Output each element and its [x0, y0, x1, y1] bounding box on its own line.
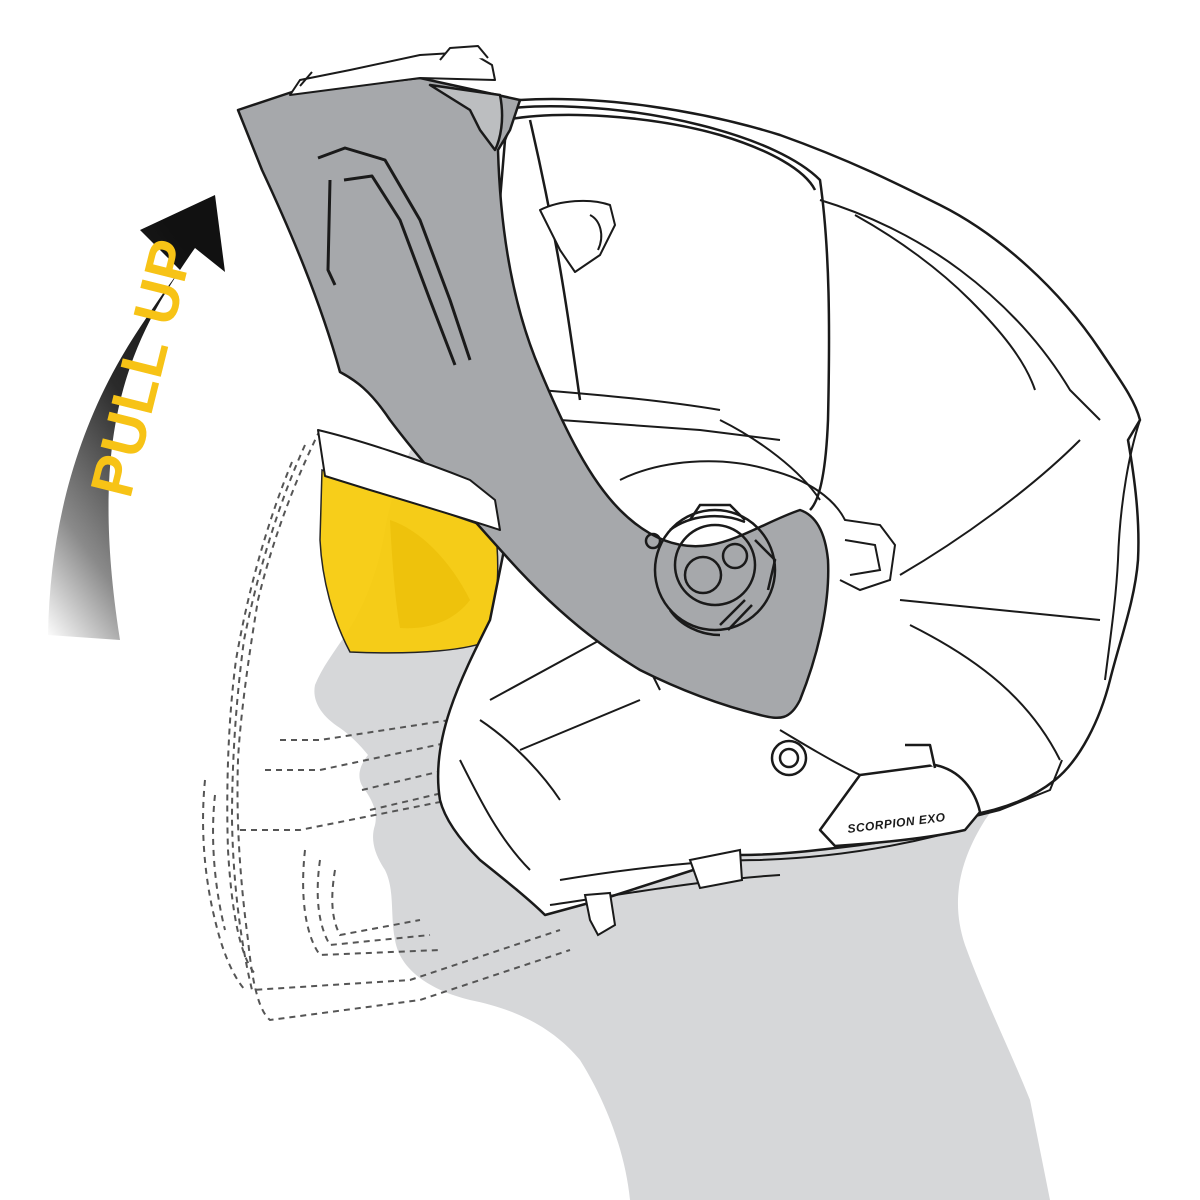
- face-shield: [479, 105, 831, 511]
- visor-shade: [390, 520, 470, 629]
- vent-button-icon: [770, 739, 808, 777]
- pivot-housing: [619, 460, 897, 592]
- rear-logo-plate: [818, 743, 982, 848]
- pivot-mechanism-icon: [644, 503, 777, 637]
- helmet-panel-lines: [459, 199, 1141, 906]
- top-vent: [539, 199, 616, 273]
- pull-up-arrow-icon: [48, 195, 225, 640]
- chin-vent: [317, 146, 472, 366]
- strap-buckle: [583, 848, 744, 937]
- chin-bar-top-ridge: [289, 45, 496, 96]
- lower-rim: [317, 429, 501, 531]
- pull-up-label: PULL UP: [78, 232, 207, 503]
- chin-bar: [236, 76, 830, 719]
